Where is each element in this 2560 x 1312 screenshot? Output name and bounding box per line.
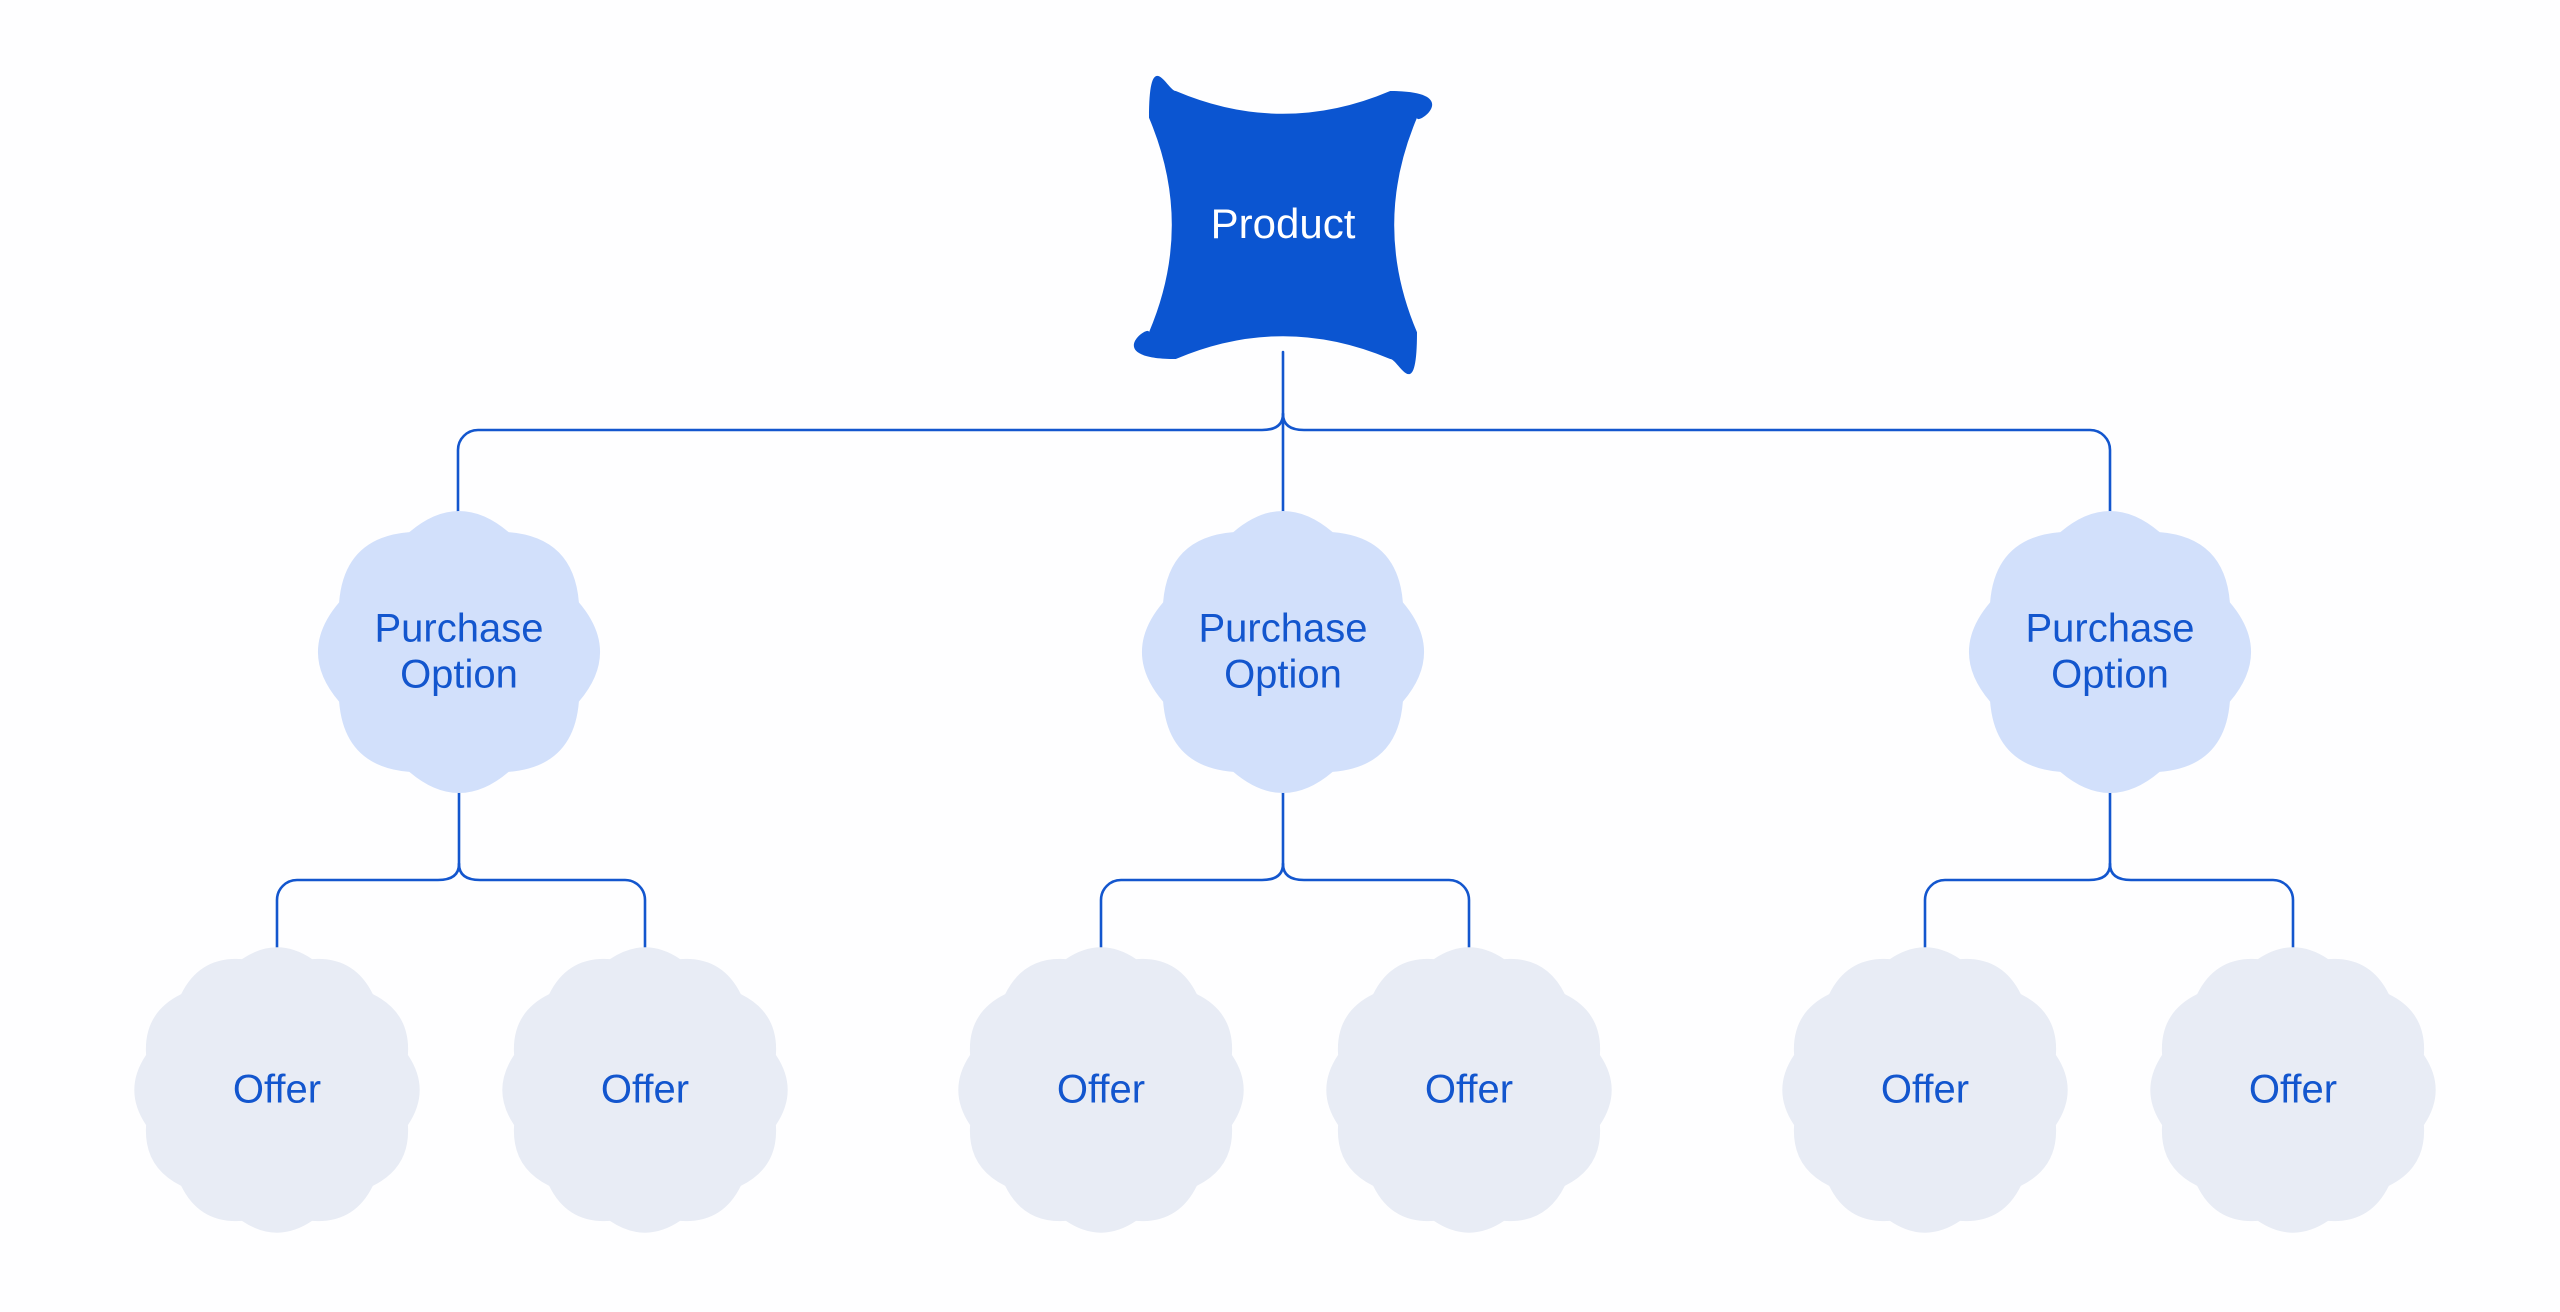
offer-node[interactable] xyxy=(958,947,1244,1233)
purchase-option-node[interactable] xyxy=(317,510,601,794)
product-label: Product xyxy=(1211,200,1356,247)
purchase-option-shape xyxy=(1968,510,2252,794)
connector-option-1-to-offer-1 xyxy=(275,862,461,962)
connector-group-option3-to-offers xyxy=(1923,782,2295,962)
offer-node[interactable] xyxy=(1782,947,2068,1233)
offer-node[interactable] xyxy=(2150,947,2436,1233)
purchase-option-label-line1: Purchase xyxy=(1199,607,1368,651)
connector-group-option1-to-offers xyxy=(275,782,647,962)
offer-shape xyxy=(958,947,1244,1233)
offer-shape xyxy=(1326,947,1612,1233)
offer-node[interactable] xyxy=(1326,947,1612,1233)
purchase-option-shape xyxy=(317,510,601,794)
offer-label: Offer xyxy=(1057,1068,1145,1112)
purchase-option-label-line1: Purchase xyxy=(2026,607,2195,651)
offer-shape xyxy=(1782,947,2068,1233)
purchase-option-label-line2: Option xyxy=(1224,653,1342,697)
connector-group-option2-to-offers xyxy=(1099,782,1471,962)
offer-shape xyxy=(502,947,788,1233)
offer-label: Offer xyxy=(601,1068,689,1112)
product-shape xyxy=(1133,75,1433,375)
purchase-option-label-line2: Option xyxy=(2051,653,2169,697)
offer-shape xyxy=(2150,947,2436,1233)
offer-label: Offer xyxy=(1425,1068,1513,1112)
purchase-option-label-line2: Option xyxy=(400,653,518,697)
offer-label: Offer xyxy=(1881,1068,1969,1112)
product-node[interactable] xyxy=(1133,75,1433,375)
purchase-option-shape xyxy=(1141,510,1425,794)
connector-product-to-option-1 xyxy=(456,412,1285,532)
offer-node[interactable] xyxy=(134,947,420,1233)
offer-label: Offer xyxy=(233,1068,321,1112)
purchase-option-label-line1: Purchase xyxy=(375,607,544,651)
connector-option-3-to-offer-5 xyxy=(1923,862,2112,962)
offer-shape xyxy=(134,947,420,1233)
connector-group-product-to-options xyxy=(456,350,2112,532)
connector-option-2-to-offer-3 xyxy=(1099,862,1285,962)
connector-option-3-to-offer-6 xyxy=(2108,862,2295,962)
connector-option-2-to-offer-4 xyxy=(1281,862,1471,962)
purchase-option-node[interactable] xyxy=(1141,510,1425,794)
offer-node[interactable] xyxy=(502,947,788,1233)
offer-label: Offer xyxy=(2249,1068,2337,1112)
purchase-option-node[interactable] xyxy=(1968,510,2252,794)
connector-product-to-option-3 xyxy=(1281,412,2112,532)
connector-option-1-to-offer-2 xyxy=(457,862,647,962)
